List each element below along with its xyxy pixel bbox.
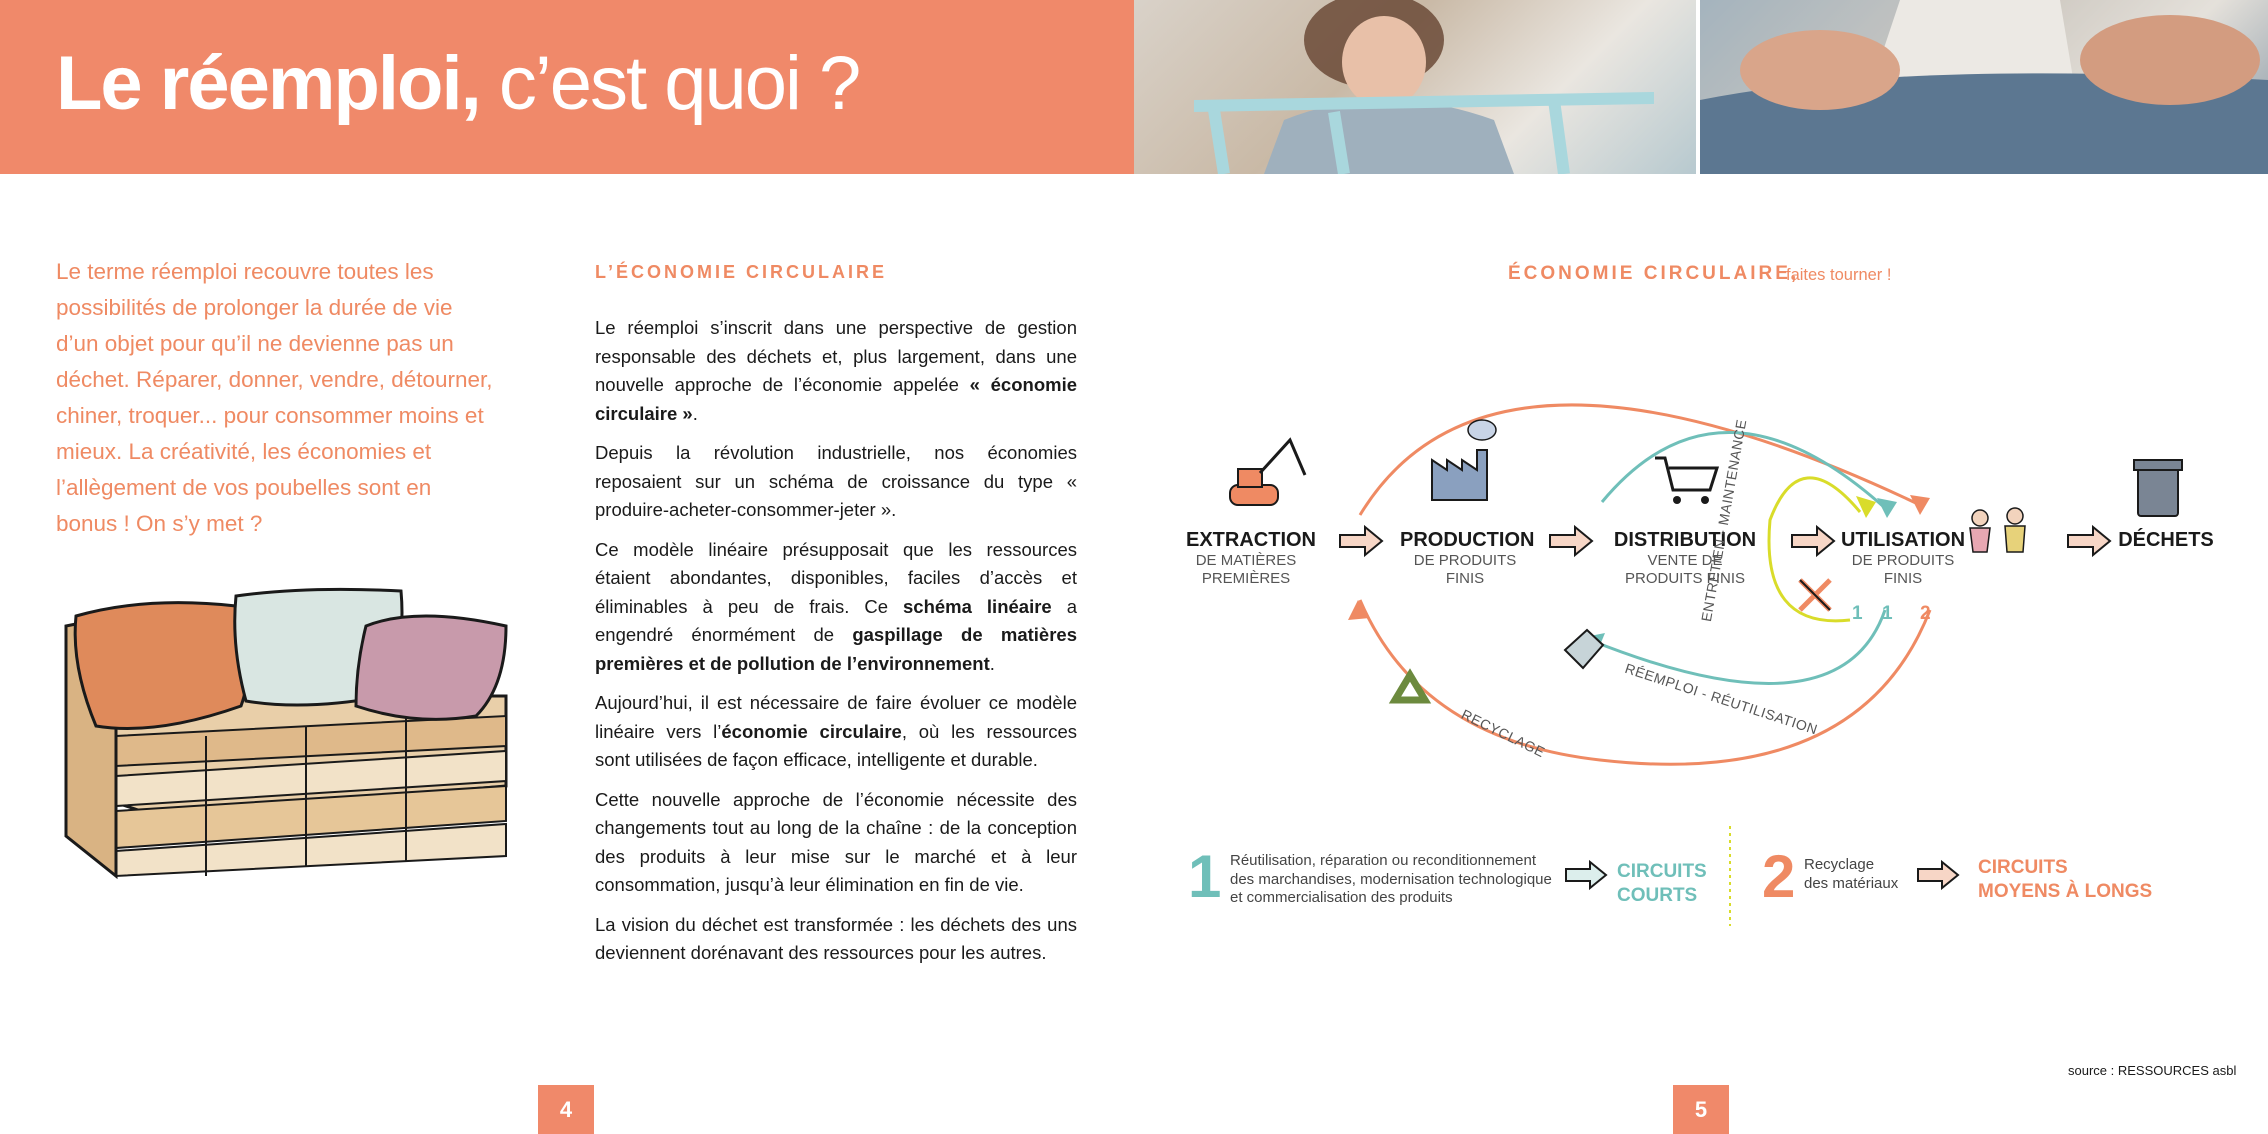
- legend-1-arrow-icon: [1565, 859, 1608, 891]
- stage-distribution: DISTRIBUTION VENTE DE PRODUITS FINIS: [1613, 529, 1757, 587]
- article-paragraph: Aujourd’hui, il est nécessaire de faire …: [595, 692, 1077, 770]
- source-credit: source : RESSOURCES asbl: [2068, 1063, 2237, 1078]
- legend-divider: [1729, 826, 1731, 926]
- legend-1-text: Réutilisation, réparation ou recondition…: [1230, 852, 1552, 906]
- article-paragraph: Ce modèle linéaire présupposait que les …: [595, 538, 1078, 674]
- pallet-sofa-illustration: [64, 587, 508, 880]
- marker-1-b: 1: [1882, 603, 1893, 624]
- people-icon: [1969, 507, 2026, 553]
- page-number-left: 4: [538, 1085, 594, 1134]
- article-paragraph: Le réemploi s’inscrit dans une perspecti…: [595, 317, 1077, 424]
- page-title: Le réemploi, c’est quoi ?: [56, 41, 861, 126]
- diagram-title: ÉCONOMIE CIRCULAIRE,: [1508, 263, 1800, 284]
- legend-2-text: Recyclage des matériaux: [1804, 856, 1899, 892]
- flow-arrow-4: [2067, 524, 2112, 558]
- marker-1-a: 1: [1852, 603, 1863, 624]
- article-paragraph: Cette nouvelle approche de l’économie né…: [595, 788, 1077, 896]
- marker-2: 2: [1920, 603, 1931, 624]
- stage-extraction: EXTRACTION DE MATIÈRES PREMIÈRES: [1186, 529, 1316, 587]
- stage-production: PRODUCTION DE PRODUITS FINIS: [1400, 529, 1535, 587]
- page-number-right: 5: [1673, 1085, 1729, 1134]
- stage-utilisation: UTILISATION DE PRODUITS FINIS: [1840, 529, 1966, 587]
- article-title: L’ÉCONOMIE CIRCULAIRE: [595, 262, 888, 282]
- diagram-subtitle: faites tourner !: [1786, 266, 1892, 284]
- legend-1-number: 1: [1188, 843, 1222, 910]
- legend-1-circuit: CIRCUITS COURTS: [1617, 861, 1707, 906]
- photo-sewing-machine: [1700, 0, 2268, 174]
- flow-arrow-3: [1791, 524, 1836, 558]
- circular-economy-arcs: [1229, 403, 2183, 766]
- price-tag-icon: [1563, 628, 1605, 670]
- article-paragraph: La vision du déchet est transformée : le…: [595, 913, 1077, 964]
- excavator-icon: [1229, 437, 1307, 506]
- tools-icon: [1798, 578, 1832, 612]
- intro-text: Le terme réemploi recouvre toutes les po…: [56, 259, 493, 536]
- header-band: [0, 0, 1134, 174]
- stage-dechets: DÉCHETS: [2118, 529, 2214, 551]
- photo-woman-painting-chair: [1134, 0, 1696, 174]
- legend-2-number: 2: [1762, 843, 1796, 910]
- factory-icon: [1431, 419, 1497, 501]
- recycle-icon: [1388, 668, 1432, 704]
- shopping-cart-icon: [1655, 456, 1720, 504]
- flow-arrow-1: [1339, 524, 1384, 558]
- trash-bin-icon: [2133, 459, 2183, 517]
- article-paragraph: Depuis la révolution industrielle, nos é…: [595, 442, 1077, 520]
- legend-2-arrow-icon: [1917, 859, 1960, 891]
- article-body: Le réemploi s’inscrit dans une perspecti…: [595, 314, 1077, 979]
- legend-2-circuit: CIRCUITS MOYENS À LONGS: [1978, 857, 2153, 902]
- flow-arrow-2: [1549, 524, 1594, 558]
